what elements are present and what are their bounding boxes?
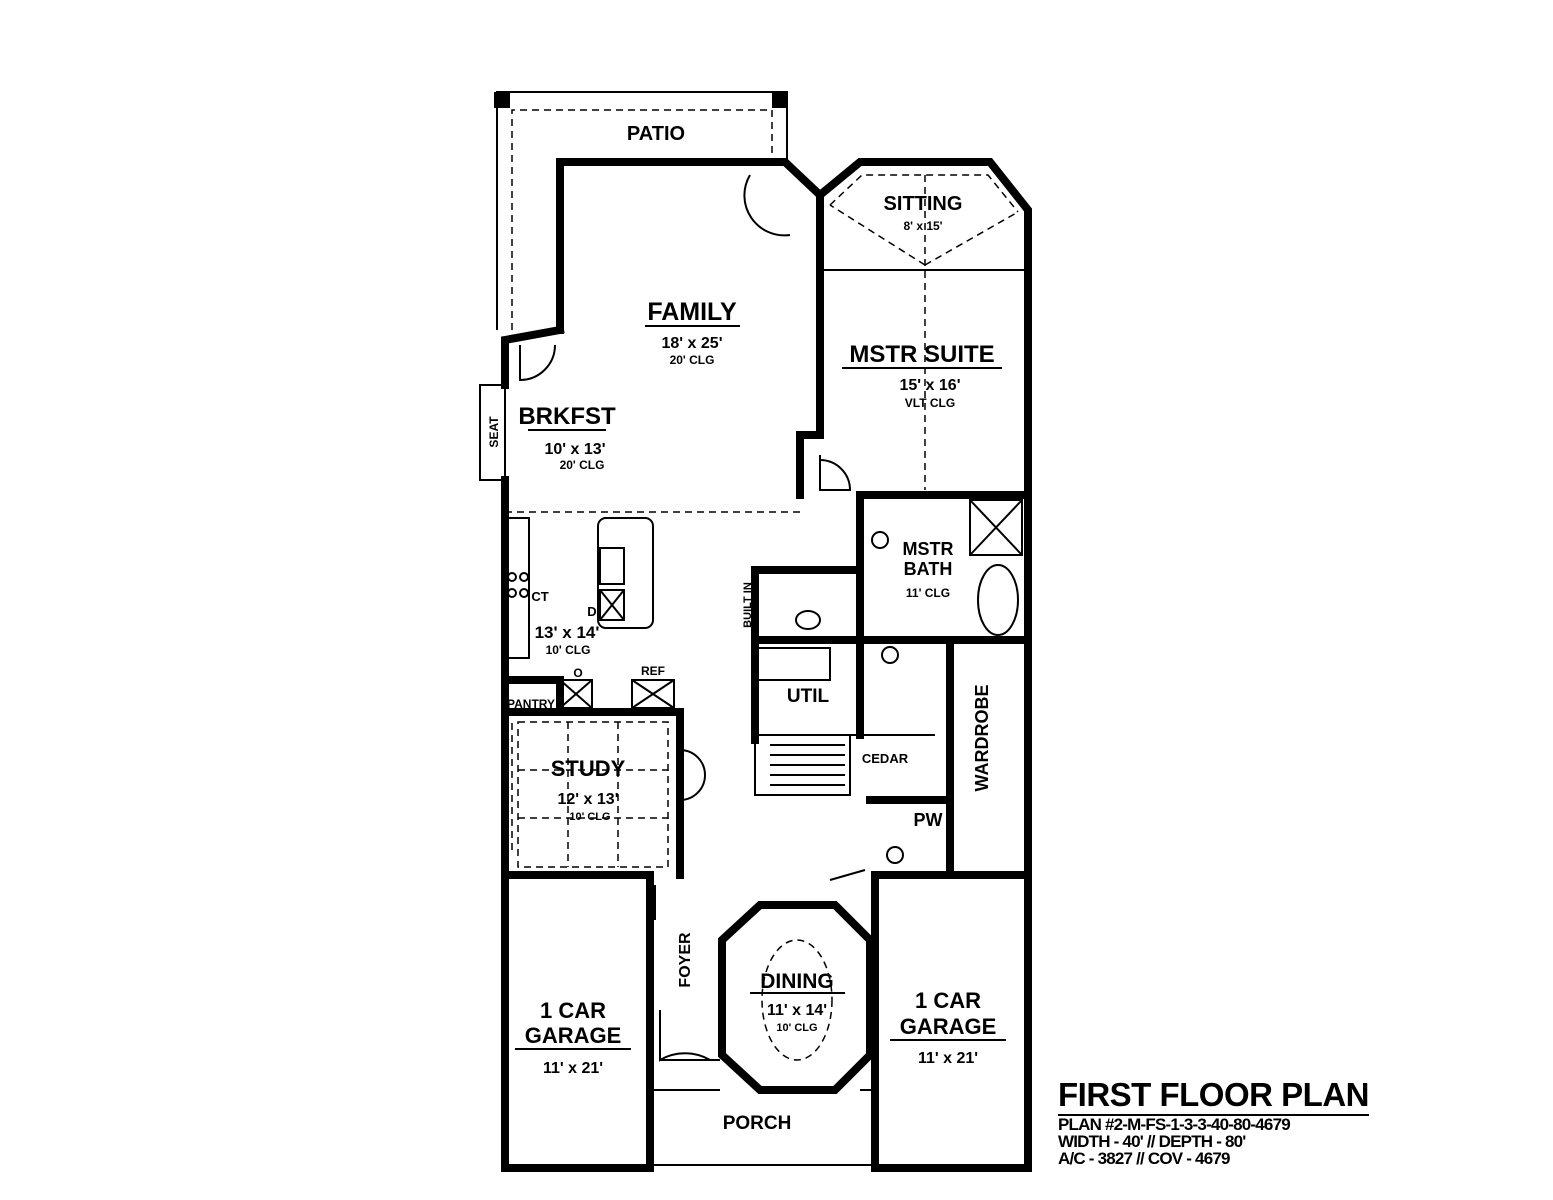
util-label: UTIL [787, 686, 830, 707]
pw-label: PW [914, 810, 943, 830]
pantry-label: PANTRY [507, 697, 555, 711]
dining-ceiling: 10' CLG [776, 1022, 817, 1034]
plan-dimensions: WIDTH - 40' // DEPTH - 80' [1058, 1132, 1246, 1151]
dining-size: 11' x 14' [767, 1002, 827, 1019]
built-in-label: BUILT IN [742, 582, 754, 628]
kitchen-fixtures [504, 517, 831, 709]
plan-area: A/C - 3827 // COV - 4679 [1058, 1149, 1230, 1168]
ref-label: REF [641, 664, 665, 678]
brkfst-size: 10' x 13' [545, 441, 606, 458]
vault-lines [829, 174, 1019, 490]
mstr-suite-label: MSTR SUITE [849, 341, 994, 368]
mstr-suite-ceiling: VLT CLG [905, 396, 955, 410]
study-label: STUDY [551, 756, 626, 781]
garage-left-size: 11' x 21' [543, 1060, 603, 1077]
kitchen-size: 13' x 14' [535, 623, 600, 642]
mstr-bath-ceiling: 11' CLG [906, 586, 950, 600]
study-ceiling-grid [517, 721, 669, 868]
cedar-label: CEDAR [862, 751, 909, 766]
porch-label: PORCH [723, 1113, 792, 1134]
bath-fixtures [795, 499, 1023, 864]
study-size: 12' x 13' [558, 791, 619, 808]
family-size: 18' x 25' [662, 335, 723, 352]
oven-label: O [573, 666, 582, 680]
study-ceiling: 10' CLG [569, 811, 610, 823]
plan-number: PLAN #2-M-FS-1-3-3-40-80-4679 [1058, 1115, 1291, 1134]
mstr-bath-label-2: BATH [904, 559, 953, 579]
dishwasher-label: D [587, 604, 596, 619]
garage-left-label-1: 1 CAR [540, 998, 606, 1023]
sitting-label: SITTING [884, 193, 963, 215]
garage-right-label-2: GARAGE [900, 1014, 997, 1039]
mstr-suite-size: 15' x 16' [900, 377, 961, 394]
foyer-label: FOYER [677, 932, 694, 988]
door-swings [519, 174, 866, 1062]
seat-label: SEAT [487, 416, 501, 448]
mstr-bath-label-1: MSTR [903, 539, 954, 559]
patio-outline [494, 91, 788, 330]
brkfst-label: BRKFST [518, 403, 616, 430]
wardrobe-label: WARDROBE [972, 685, 992, 792]
title-block: FIRST FLOOR PLAN PLAN #2-M-FS-1-3-3-40-8… [1058, 1078, 1369, 1167]
garage-right-label-1: 1 CAR [915, 988, 981, 1013]
garage-left-label-2: GARAGE [525, 1023, 622, 1048]
garage-right-size: 11' x 21' [918, 1050, 978, 1067]
patio-label: PATIO [627, 123, 685, 145]
dining-label: DINING [760, 970, 834, 993]
brkfst-ceiling: 20' CLG [560, 458, 605, 472]
kitchen-ceiling: 10' CLG [546, 643, 591, 657]
family-label: FAMILY [647, 298, 737, 326]
family-ceiling: 20' CLG [670, 353, 715, 367]
cooktop-label: CT [531, 589, 548, 604]
plan-title: FIRST FLOOR PLAN [1058, 1078, 1369, 1116]
sitting-size: 8' x 15' [903, 219, 942, 233]
stairs [770, 744, 845, 786]
